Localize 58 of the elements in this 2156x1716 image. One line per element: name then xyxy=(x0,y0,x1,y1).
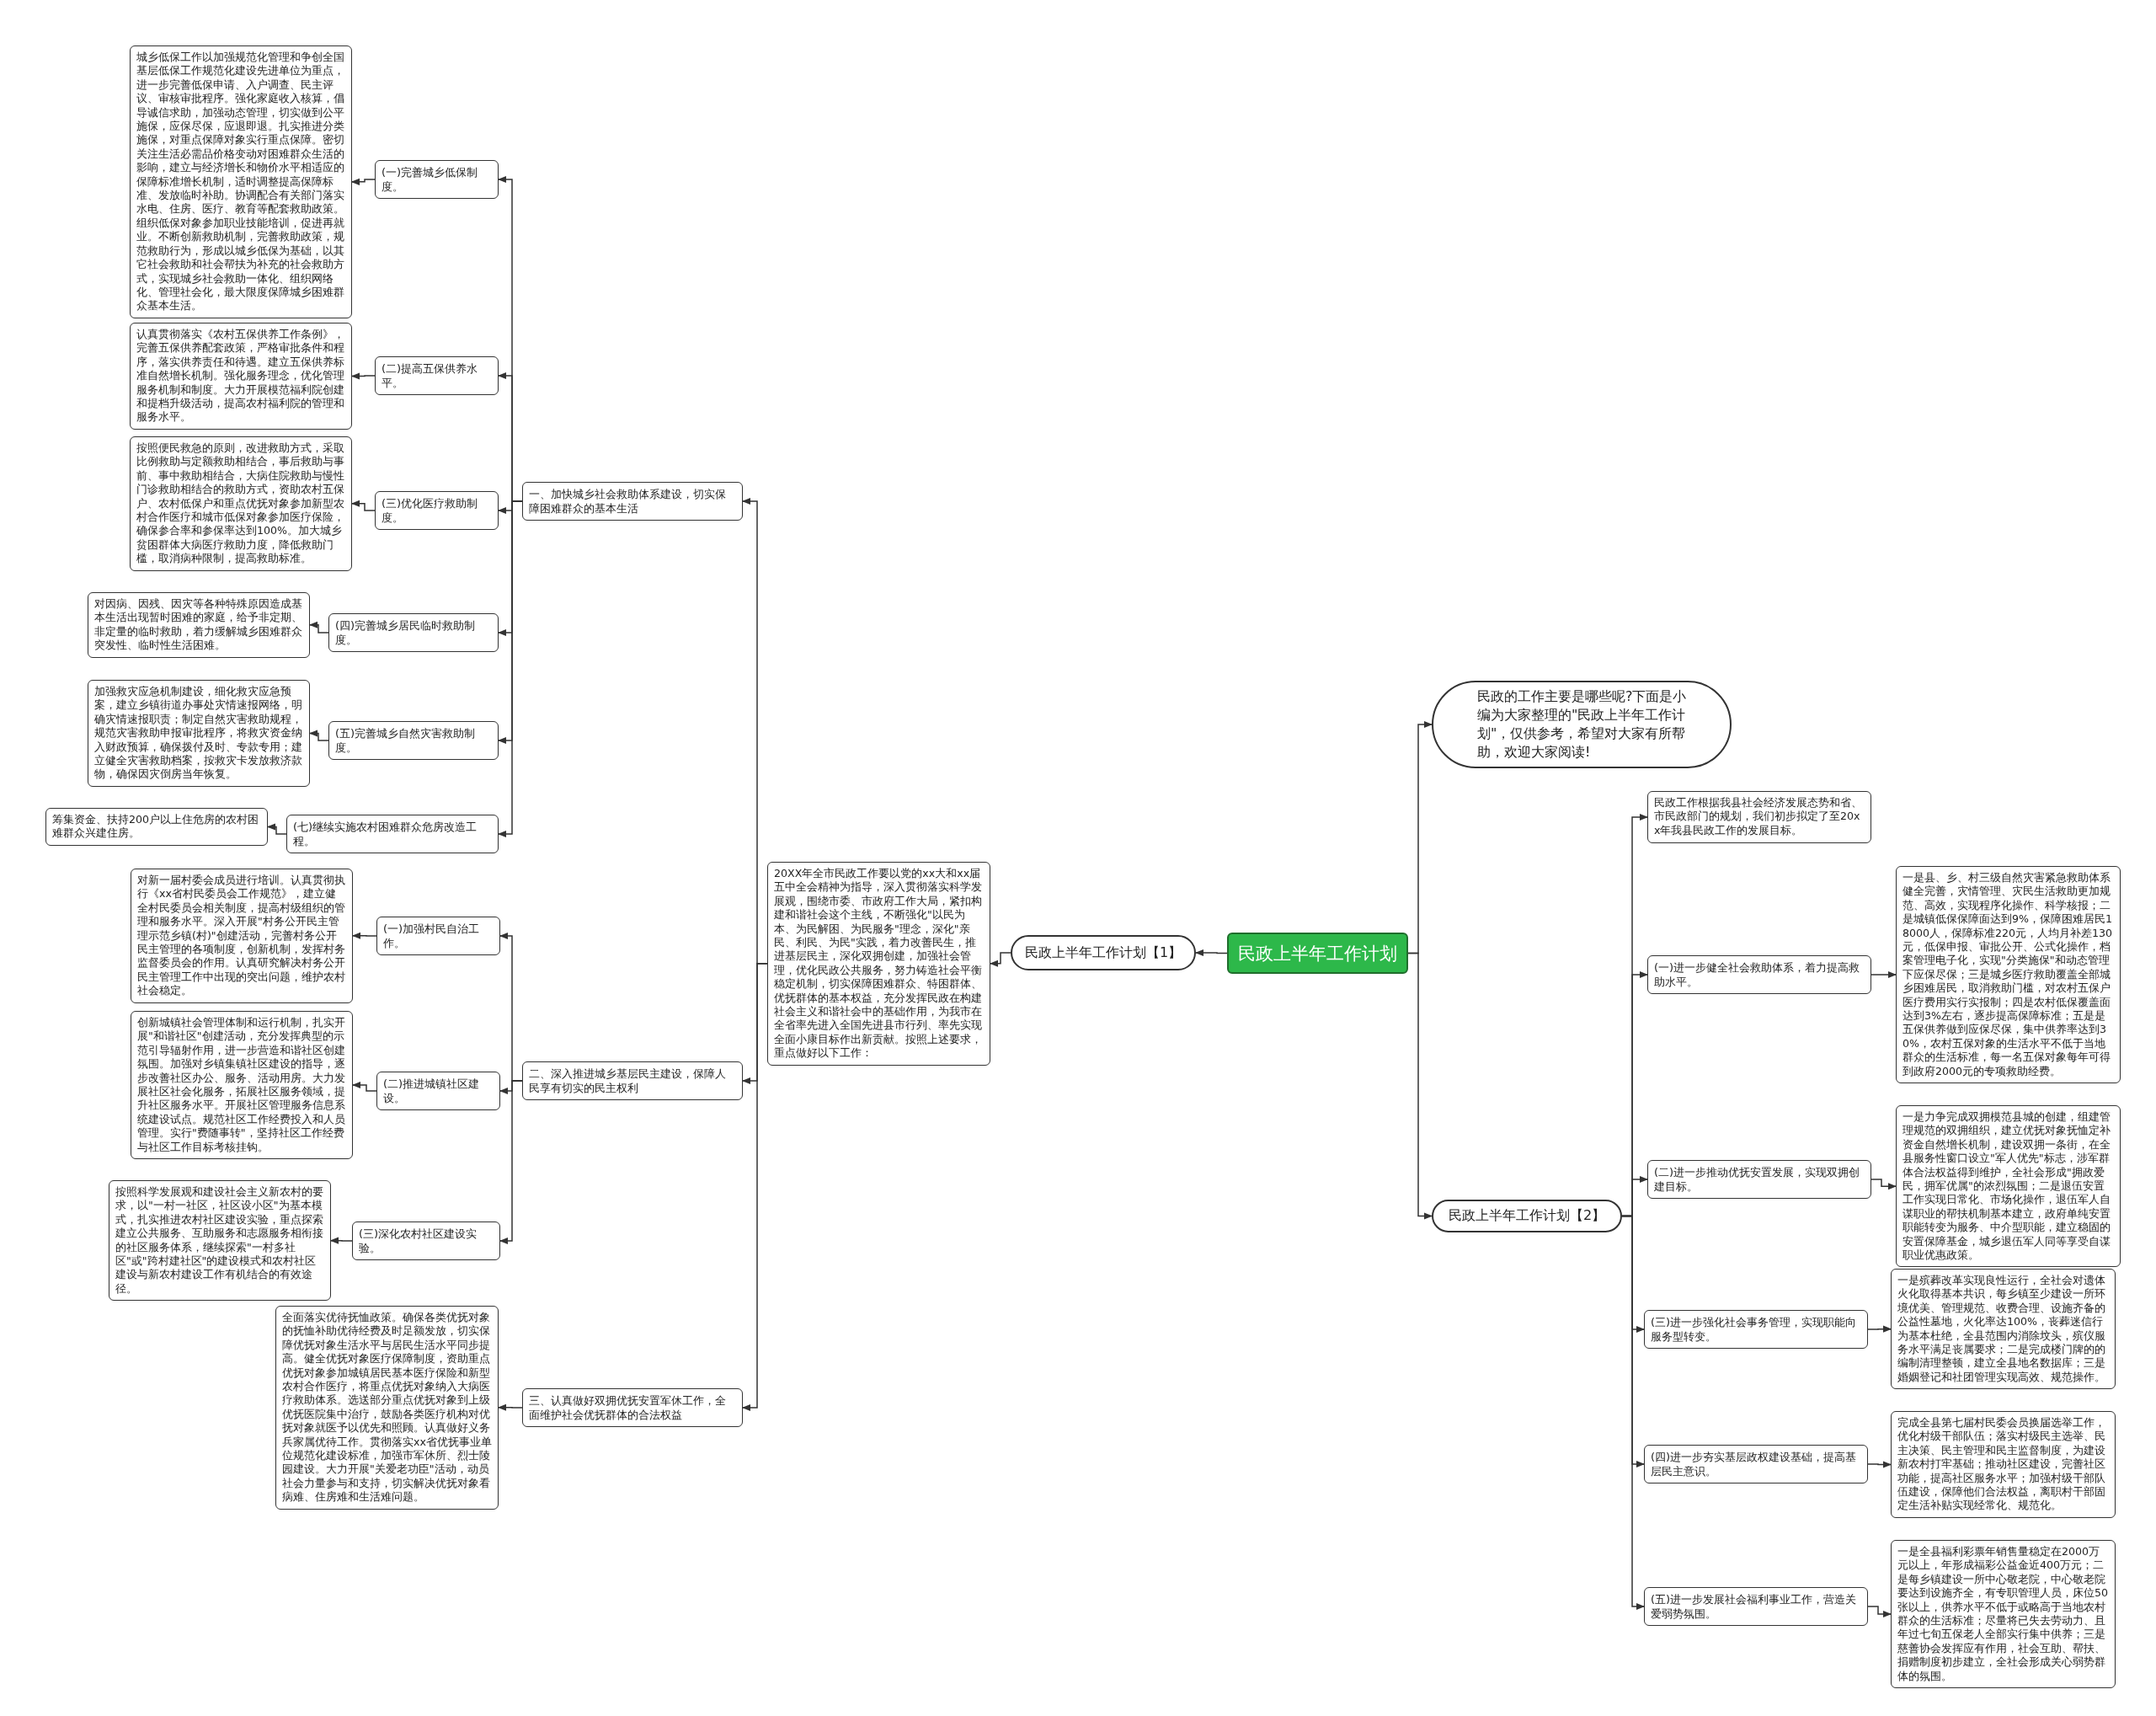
topic-pill: 民政上半年工作计划【1】 xyxy=(1011,935,1196,970)
arrow xyxy=(1867,1606,1892,1618)
item-box: (七)继续实施农村困难群众危房改造工程。 xyxy=(286,815,499,853)
text-box: 按照便民救急的原则，改进救助方式，采取比例救助与定额救助相结合，事后救助与事前、事中救助相结合，大病住院救助与慢性门诊救助相结合的救助方式，资助农村五保户、农村低保户和重点优抚对象参加新型农村合作医疗和城市低保对象参加医疗保险，确保参合率和参保率达到100%。加大城乡贫困群体大病医疗救助力度，降低救助门槛，取消病种限制，提高救助标准。 xyxy=(130,436,352,571)
arrow xyxy=(351,932,377,940)
item-box: (一)完善城乡低保制度。 xyxy=(375,160,499,199)
text-box: 一是殡葬改革实现良性运行，全社会对遗体火化取得基本共识，每乡镇至少建设一所环境优美、管理规范、收费合理、设施齐备的公益性墓地，火化率达100%，丧葬迷信行为基本杜绝，全县范围内消除坟头，殡仪服务水平满足丧属要求；二是完成楼门牌的的编制清理整顿，建立全县地名数据库；三是婚姻登记和社团管理实现高效、规范操作。 xyxy=(1891,1269,2116,1390)
branch-box: 一、加快城乡社会救助体系建设，切实保障困难群众的基本生活 xyxy=(522,482,743,521)
text-box: 一是力争完成双拥模范县城的创建，组建管理规范的双拥组织，建立优抚对象抚恤定补资金自然增长机制，建设双拥一条街，在全县服务性窗口设立"军人优先"标志，涉军群体合法权益得到维护，全社会形成"拥政爱民，拥军优属"的浓烈氛围；二是退伍安置工作实现日常化、市场化操作，退伍军人自谋职业的帮扶机制基本建立，政府单纯安置职能转变为服务、中介型职能，建立稳固的安置保障基金，城乡退伍军人同等享受自谋职业优惠政策。 xyxy=(1896,1105,2121,1268)
text-box: 一是县、乡、村三级自然灾害紧急救助体系健全完善，灾情管理、灾民生活救助更加规范、高效，实现程序化操作、科学核报；二是城镇低保保障面达到9%，保障困难居民18000人，保障标准220元，人均月补差130元，低保申报、审批公开、公式化操作，档案管理电子化，实现"分类施保"和动态管理下应保尽保；三是城乡医疗救助覆盖全部城乡困难居民，取消救助门槛，对农村五保户医疗费用实行实报制；四是农村低保覆盖面达到3%左右，逐步提高保障标准；五是是五保供养做到应保尽保，集中供养率达到30%，农村五保对象的生活水平不低于当地群众的生活标准，每一名五保对象每年可得到政府2000元的专项救助经费。 xyxy=(1896,866,2121,1084)
item-box: (三)进一步强化社会事务管理，实现职能向服务型转变。 xyxy=(1644,1310,1868,1349)
arrow xyxy=(1867,1461,1892,1468)
text-box: 对因病、因残、因灾等各种特殊原因造成基本生活出现暂时困难的家庭，给予非定期、非定量的临时救助，着力缓解城乡困难群众突发性、临时性生活困难。 xyxy=(88,592,310,658)
arrow xyxy=(350,372,376,380)
branch-box: 二、深入推进城乡基层民主建设，保障人民享有切实的民主权利 xyxy=(522,1061,743,1100)
item-box: (三)优化医疗救助制度。 xyxy=(375,491,499,530)
text-box: 按照科学发展观和建设社会主义新农村的要求，以"一村一社区，社区设小区"为基本模式，扎实推进农村社区建设实验，重点探索建立公共服务、互助服务和志愿服务相衔接的社区服务体系，继续探索"一村多社区"或"跨村建社区"的建设模式和农村社区建设与新农村建设工作有机结合的有效途径。 xyxy=(109,1180,331,1302)
arrow xyxy=(308,730,329,741)
arrow xyxy=(350,178,376,186)
text-box: 认真贯彻落实《农村五保供养工作条例》，完善五保供养配套政策，严格审批条件和程序，落实供养责任和待遇。建立五保供养标准自然增长机制。强化服务理念，优化管理服务机制和制度。大力开展模范福利院创建和提档升级活动，提高农村福利院的管理和服务水平。 xyxy=(130,323,352,430)
arrow xyxy=(350,500,376,511)
text-box: 一是全县福利彩票年销售量稳定在2000万元以上，年形成福彩公益金近400万元；二是每乡镇建设一所中心敬老院，中心敬老院要达到设施齐全，有专职管理人员，床位50张以上，供养水平不低于或略高于当地农村群众的生活标准；尽量将已失去劳动力、且年过七旬五保老人全部实行集中供养；三是慈善协会发挥应有作用，社会互助、帮扶、捐赠制度初步建立，全社会形成关心弱势群体的氛围。 xyxy=(1891,1540,2116,1689)
branch-box: 三、认真做好双拥优抚安置军休工作，全面维护社会优抚群体的合法权益 xyxy=(522,1388,743,1427)
text-box: 完成全县第七届村民委会员换届选举工作，优化村级干部队伍；落实村级民主选举、民主决策、民主管理和民主监督制度，为建设新农村打牢基础；推动社区建设，完善社区功能，提高社区服务水平；加强村级干部队伍建设，保障他们合法权益，离职村干部固定生活补贴实现经常化、规范化。 xyxy=(1891,1411,2116,1518)
text-box: 城乡低保工作以加强规范化管理和争创全国基层低保工作规范化建设先进单位为重点，进一步完善低保申请、入户调查、民主评议、审核审批程序。强化家庭收入核算，倡导诚信求助，加强动态管理，切实做到公平施保，应保尽保，应退即退。扎实推进分类施保，对重点保障对象实行重点保障。密切关注生活必需品价格变动对困难群众生活的影响，建立与经济增长和物价水平相适应的保障标准增长机制，适时调整提高保障标准、发放临时补助。协调配合有关部门落实水电、住房、医疗、教育等配套救助政策。组织低保对象参加职业技能培训，促进再就业。不断创新救助机制，完善救助政策，规范救助行为，形成以城乡低保为基础，以其它社会救助和社会帮扶为补充的社会救助方式，实现城乡社会救助一体化、组织网络化、管理社会化，最大限度保障城乡困难群众基本生活。 xyxy=(130,45,352,318)
arrow xyxy=(1621,1215,1646,1611)
arrow xyxy=(989,952,1011,968)
text-box: 民政工作根据我县社会经济发展态势和省、市民政部门的规划，我们初步拟定了至20xx年我县民政工作的发展目标。 xyxy=(1647,791,1871,843)
arrow xyxy=(1867,1325,1892,1333)
item-box: (二)提高五保供养水平。 xyxy=(375,356,499,395)
arrow xyxy=(741,963,768,1412)
arrow xyxy=(1870,1179,1897,1190)
item-box: (三)深化农村社区建设实验。 xyxy=(352,1222,500,1260)
arrow xyxy=(1407,952,1433,1220)
text-box: 创新城镇社会管理体制和运行机制，扎实开展"和谐社区"创建活动，充分发挥典型的示范引导辐射作用，进一步营造和谐社区创建氛围。加强对乡镇集镇社区建设的指导，逐步改善社区办公、服务、活动用房。大力发展社区社会化服务，拓展社区服务领域，提升社区服务水平。开展社区管理服务信息系统建设试点。规范社区工作经费投入和人员管理。实行"费随事转"，坚持社区工作经费与社区工作目标考核挂钩。 xyxy=(131,1011,353,1160)
arrow xyxy=(499,1080,523,1245)
root-topic-box: 民政上半年工作计划 xyxy=(1227,933,1408,974)
text-box: 全面落实优待抚恤政策。确保各类优抚对象的抚恤补助优待经费及时足额发放，切实保障优抚对象生活水平与居民生活水平同步提高。健全优抚对象医疗保障制度，资助重点优抚对象参加城镇居民基本医疗保险和新型农村合作医疗，将重点优抚对象纳入大病医疗救助体系。选送部分重点优抚对象到上级优抚医院集中治疗，鼓励各类医疗机构对优抚对象就医予以优先和照顾。认真做好义务兵家属优待工作。贯彻落实xx省优抚事业单位规范化建设标准，加强市军休所、烈士陵园建设。大力开展"关爱老功臣"活动，动员社会力量参与和支持，切实解决优抚对象看病难、住房难和生活难问题。 xyxy=(275,1306,499,1510)
item-box: (五)完善城乡自然灾害救助制度。 xyxy=(328,721,499,760)
item-box: (二)进一步推动优抚安置发展，实现双拥创建目标。 xyxy=(1647,1160,1871,1199)
item-box: (二)推进城镇社区建设。 xyxy=(376,1072,500,1110)
arrow xyxy=(329,1237,353,1244)
item-box: (一)加强村民自治工作。 xyxy=(376,917,500,955)
item-box: (四)完善城乡居民临时救助制度。 xyxy=(328,613,499,652)
arrow xyxy=(308,621,329,633)
arrow xyxy=(497,1403,523,1412)
arrow xyxy=(1194,949,1228,957)
text-box: 加强救灾应急机制建设，细化救灾应急预案，建立乡镇街道办事处灾情速报网络，明确灾情速报职责；制定自然灾害救助规程，规范灾害救助申报审批程序，将救灾资金纳入财政预算，确保拨付及时、专款专用；建立健全灾害救助档案，按救灾卡发放救济款物，确保因灾倒房当年恢复。 xyxy=(88,680,310,787)
text-box: 筹集资金、扶持200户以上住危房的农村困难群众兴建住房。 xyxy=(45,808,268,846)
topic-pill: 民政上半年工作计划【2】 xyxy=(1432,1200,1622,1232)
item-box: (五)进一步发展社会福利事业工作，营造关爱弱势氛围。 xyxy=(1644,1587,1868,1626)
text-box: 对新一届村委会成员进行培训。认真贯彻执行《xx省村民委员会工作规范》，建立健全村民委员会相关制度，提高村级组织的管理和服务水平。深入开展"村务公开民主管理示范乡镇(村)"创建活动，完善村务公开民主管理的各项制度，创新机制，发挥村务监督委员会的作用。认真研究解决村务公开民主管理工作中出现的突出问题，维护农村社会稳定。 xyxy=(131,869,353,1003)
item-box: (四)进一步夯实基层政权建设基础，提高基层民主意识。 xyxy=(1644,1445,1868,1483)
arrow xyxy=(266,823,287,835)
arrow xyxy=(351,1081,377,1092)
item-box: (一)进一步健全社会救助体系，着力提高救助水平。 xyxy=(1647,955,1871,994)
text-box: 20XX年全市民政工作要以党的xx大和xx届五中全会精神为指导，深入贯彻落实科学发展观，围绕市委、市政府工作大局，紧扣构建和谐社会这个主线，不断强化"以民为本、为民解困、为民服务"理念，深化"亲民、利民、为民"实践，着力改善民生，推进基层民主，深化双拥创建，加强社会管理，优化民政公共服务，努力铸造社会平衡稳定机制，切实保障困难群众、特困群体、优抚群体的基本权益，充分发挥民政在构建社会主义和谐社会中的基础作用，为我市在全省率先进入全国先进县市行列、率先实现全面小康目标作出新贡献。按照上述要求，重点做好以下工作： xyxy=(767,862,990,1066)
arrow xyxy=(1870,970,1897,979)
